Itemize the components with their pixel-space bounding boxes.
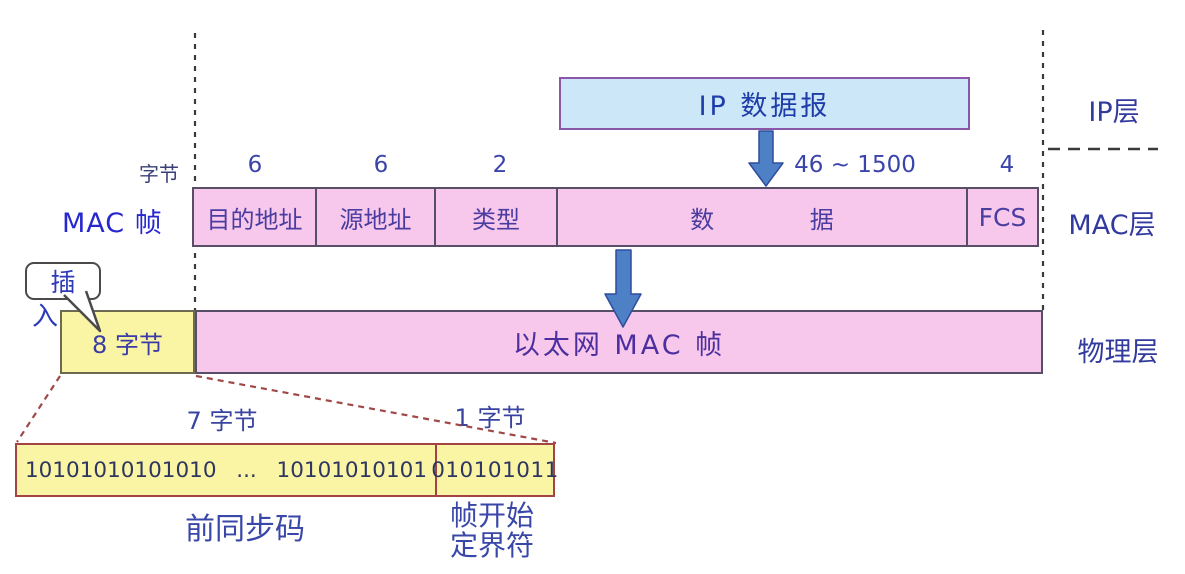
ip-datagram-label: IP 数据报 bbox=[698, 91, 831, 122]
ethernet-mac-frame-box-label: 以太网 MAC 帧 bbox=[512, 329, 726, 361]
fcs-bytes-count: 4 bbox=[999, 152, 1015, 178]
sfd-caption-line1: 帧开始 bbox=[449, 499, 535, 532]
preamble-bits-start: 10101010101010 bbox=[25, 457, 217, 483]
dst-bytes-count: 6 bbox=[247, 152, 263, 178]
mac-frame-field-row: 目的地址 源地址 类型 数 据 FCS bbox=[192, 187, 1043, 247]
expand-dashed-line-right bbox=[195, 374, 557, 445]
expand-dashed-line-left bbox=[16, 375, 61, 443]
sfd-caption-line2: 定界符 bbox=[449, 529, 535, 563]
physical-layer-label: 物理层 bbox=[1077, 337, 1159, 368]
field-type: 类型 bbox=[434, 187, 558, 247]
preamble-8byte-label: 8 字节 bbox=[92, 330, 163, 359]
preamble-bits-end: 10101010101 bbox=[276, 457, 427, 483]
ip-layer-label: IP层 bbox=[1088, 97, 1140, 128]
sfd-caption: 帧开始 定界符 bbox=[449, 499, 535, 563]
insert-callout-char2: 入 bbox=[32, 302, 59, 332]
insert-callout-bubble: 插 bbox=[25, 262, 101, 300]
data-bytes-count: 46 ~ 1500 bbox=[794, 152, 916, 178]
mac-layer-label: MAC层 bbox=[1068, 210, 1156, 241]
mac-frame-label: MAC 帧 bbox=[62, 208, 163, 239]
arrow-down-ip-to-data-icon bbox=[748, 130, 784, 187]
preamble-bits-ellipsis: ... bbox=[236, 457, 257, 483]
type-bytes-count: 2 bbox=[492, 152, 508, 178]
arrow-down-mac-to-physical-icon bbox=[604, 249, 642, 328]
preamble-bytes-label: 7 字节 bbox=[186, 407, 258, 435]
preamble-caption: 前同步码 bbox=[185, 512, 305, 547]
byte-unit-label: 字节 bbox=[139, 162, 179, 186]
sfd-bits: 010101011 bbox=[431, 457, 559, 483]
field-fcs: FCS bbox=[966, 187, 1039, 247]
field-destination-address: 目的地址 bbox=[192, 187, 317, 247]
callout-tail-icon bbox=[63, 290, 102, 333]
field-data: 数 据 bbox=[556, 187, 968, 247]
insert-callout-char1: 插 bbox=[50, 268, 76, 297]
sfd-bits-cell: 010101011 bbox=[431, 443, 558, 497]
ip-datagram-box: IP 数据报 bbox=[559, 77, 970, 130]
src-bytes-count: 6 bbox=[373, 152, 389, 178]
field-source-address: 源地址 bbox=[315, 187, 436, 247]
preamble-bits-cell: 10101010101010 ... 10101010101 bbox=[15, 443, 437, 497]
preamble-detail-row: 10101010101010 ... 10101010101 010101011 bbox=[15, 443, 558, 497]
preamble-8byte-box: 8 字节 bbox=[60, 310, 195, 374]
